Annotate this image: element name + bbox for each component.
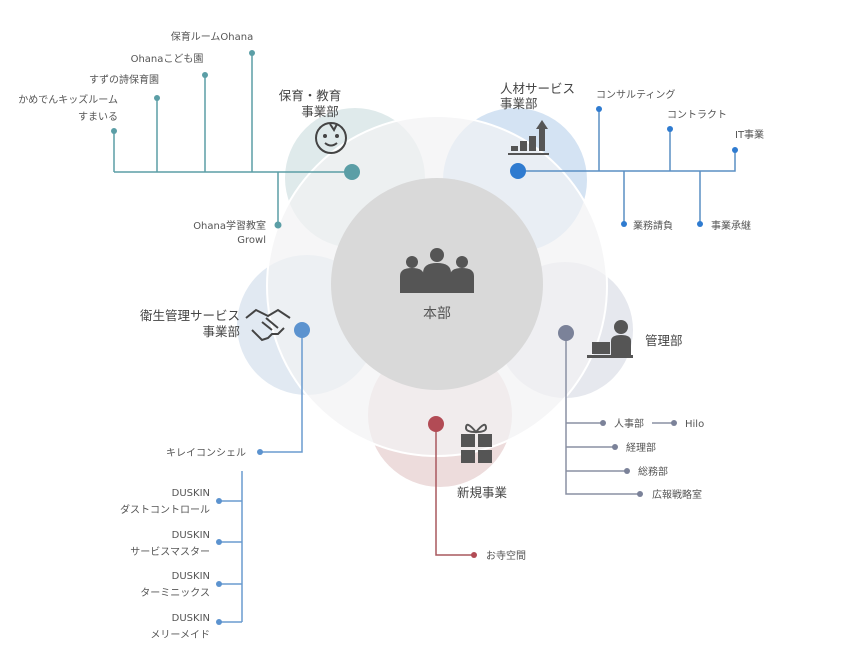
headquarters-icon	[400, 248, 474, 293]
item-duskin-4[interactable]: DUSKIN	[172, 613, 210, 624]
hr-title-2: 事業部	[500, 96, 538, 111]
item-growl: Growl	[237, 235, 266, 246]
item-duskin-1[interactable]: DUSKIN	[172, 488, 210, 499]
hygiene-title-2: 事業部	[202, 324, 240, 339]
hr-node[interactable]	[510, 163, 526, 179]
item-dust-control: ダストコントロール	[120, 503, 210, 516]
admin-node[interactable]	[558, 325, 574, 341]
item-ohana-kodomoen[interactable]: Ohanaこども園	[131, 53, 204, 65]
item-kameden-2: すまいる	[78, 111, 118, 123]
new-business-node[interactable]	[428, 416, 444, 432]
item-somu[interactable]: 総務部	[638, 465, 668, 478]
item-contract[interactable]: コントラクト	[667, 109, 727, 121]
item-koho[interactable]: 広報戦略室	[652, 488, 702, 501]
hygiene-title: 衛生管理サービス	[140, 308, 240, 323]
item-suzunouta[interactable]: すずの詩保育園	[89, 73, 159, 86]
hygiene-lines	[219, 330, 303, 623]
headquarters-label[interactable]: 本部	[423, 306, 451, 322]
item-it[interactable]: IT事業	[735, 128, 764, 141]
item-hilo[interactable]: Hilo	[685, 419, 704, 430]
childcare-title: 保育・教育	[279, 88, 342, 103]
item-jigyo-shokei[interactable]: 事業承継	[711, 219, 751, 232]
item-hoiku-room-ohana[interactable]: 保育ルームOhana	[171, 30, 254, 43]
item-service-master: サービスマスター	[130, 546, 210, 558]
childcare-node[interactable]	[344, 164, 360, 180]
childcare-lines	[113, 53, 352, 225]
item-kameden[interactable]: かめでんキッズルーム	[18, 93, 118, 106]
item-keiri[interactable]: 経理部	[626, 441, 656, 454]
hr-title: 人材サービス	[500, 81, 575, 96]
item-terminix: ターミニックス	[140, 587, 210, 599]
baby-face-icon	[315, 122, 347, 154]
item-ohana-gakushu[interactable]: Ohana学習教室	[193, 219, 266, 232]
item-duskin-3[interactable]: DUSKIN	[172, 571, 210, 582]
item-gyomu-ukeoi[interactable]: 業務請負	[633, 219, 673, 232]
admin-lines	[565, 333, 674, 495]
new-business-title: 新規事業	[457, 485, 508, 500]
item-merry-maids: メリーメイド	[150, 630, 210, 641]
item-otera-kukan[interactable]: お寺空間	[486, 549, 526, 562]
new-business-lines	[435, 424, 474, 556]
hr-lines	[518, 109, 736, 224]
growth-chart-icon	[508, 120, 549, 155]
handshake-icon	[245, 308, 291, 342]
item-jinji[interactable]: 人事部	[614, 417, 644, 430]
childcare-title-2: 事業部	[301, 104, 339, 119]
person-at-desk-icon	[587, 320, 633, 358]
item-consulting[interactable]: コンサルティング	[596, 88, 675, 101]
item-duskin-2[interactable]: DUSKIN	[172, 530, 210, 541]
admin-title: 管理部	[645, 333, 683, 348]
gift-icon	[461, 423, 492, 463]
item-kirei-concierge[interactable]: キレイコンシェル	[166, 448, 246, 459]
hygiene-node[interactable]	[294, 322, 310, 338]
